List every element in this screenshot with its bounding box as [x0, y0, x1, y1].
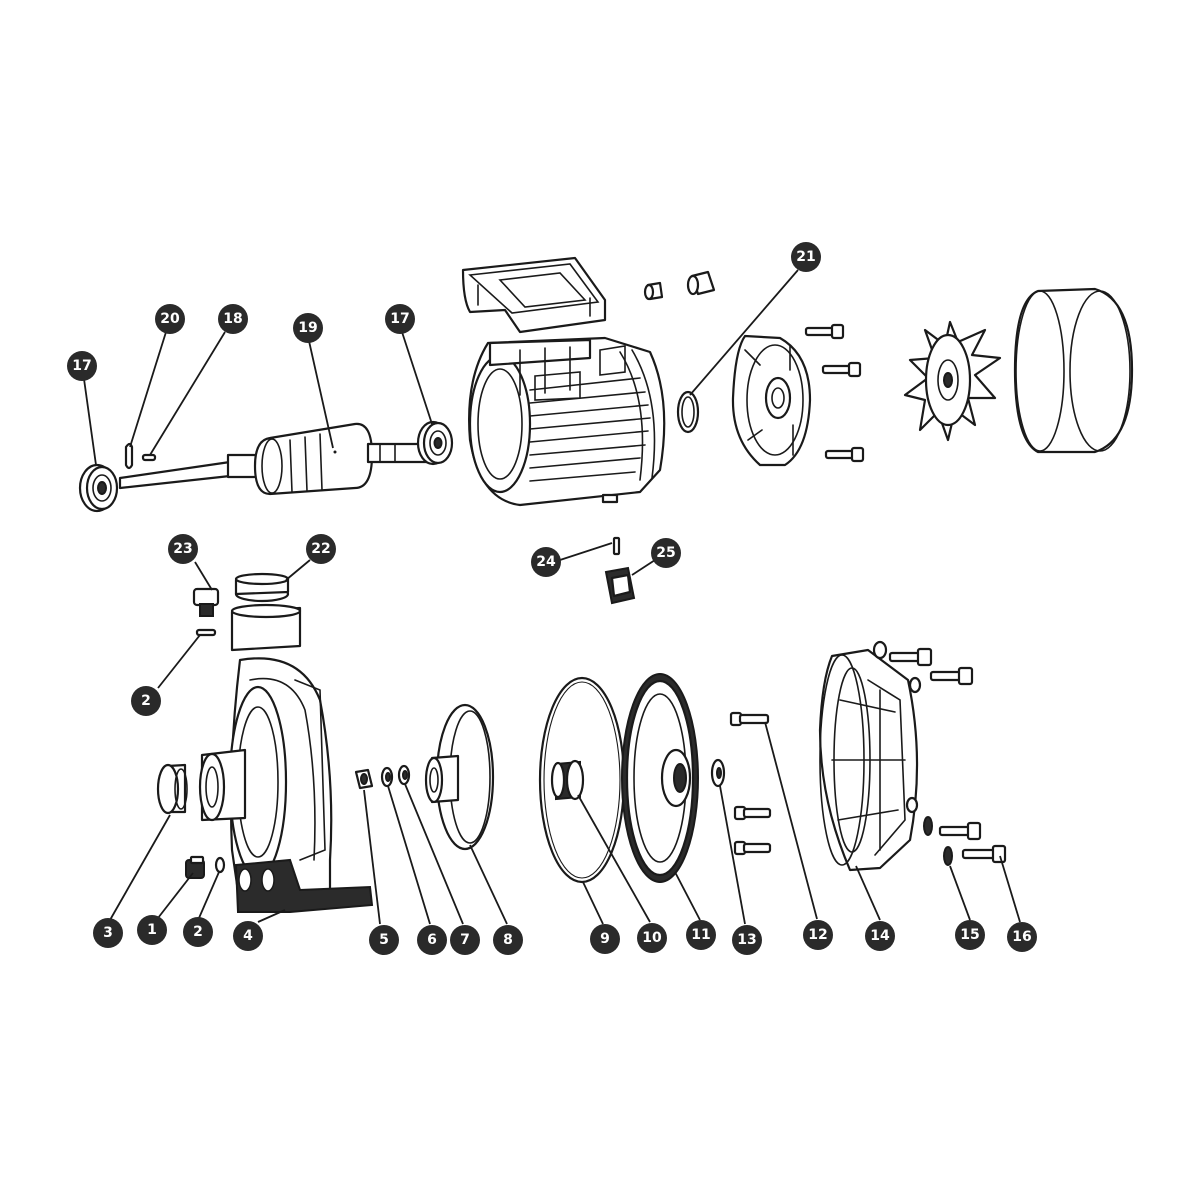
impeller-key — [612, 536, 621, 556]
svg-text:15: 15 — [960, 927, 979, 943]
bracket-bolt-1 — [729, 711, 770, 727]
bracket-screw-3 — [938, 821, 982, 841]
callout-17-left: 17 — [67, 351, 97, 381]
svg-text:2: 2 — [141, 693, 151, 709]
bearing-right — [416, 420, 454, 466]
circlip — [124, 442, 134, 470]
drain-plug-bottom — [185, 855, 205, 879]
bracket-screw-4 — [961, 844, 1007, 864]
callout-24: 24 — [531, 547, 561, 577]
svg-text:25: 25 — [656, 545, 675, 561]
mechanical-seal — [550, 759, 585, 801]
svg-text:1: 1 — [147, 922, 157, 938]
pump-body — [198, 603, 374, 913]
svg-text:3: 3 — [103, 925, 113, 941]
bracket-screw-1 — [888, 647, 933, 667]
callout-5: 5 — [369, 925, 399, 955]
end-shield-screw-3 — [824, 446, 865, 463]
shaft-key — [141, 453, 157, 462]
svg-text:21: 21 — [796, 249, 815, 265]
svg-text:19: 19 — [298, 320, 317, 336]
bracket-bolt-3 — [733, 840, 772, 856]
spring-washer — [380, 766, 394, 788]
bracket-washer-2 — [943, 846, 953, 866]
bracket-bolt-2 — [733, 805, 772, 821]
motor-housing — [468, 336, 666, 507]
callout-16: 16 — [1007, 922, 1037, 952]
svg-text:24: 24 — [536, 554, 556, 570]
bracket-washer-1 — [923, 816, 933, 836]
svg-text:16: 16 — [1012, 929, 1031, 945]
callout-22: 22 — [306, 534, 336, 564]
callout-7: 7 — [450, 925, 480, 955]
capacitor-clip — [604, 566, 636, 605]
callout-13: 13 — [732, 925, 762, 955]
callout-18: 18 — [218, 304, 248, 334]
flat-washer — [397, 764, 411, 786]
leader-lines — [83, 269, 1021, 925]
callout-8: 8 — [493, 925, 523, 955]
motor-bracket — [818, 640, 922, 872]
svg-text:10: 10 — [642, 930, 662, 946]
callout-14: 14 — [865, 921, 895, 951]
terminal-box-cover — [461, 256, 607, 334]
inlet-ring — [156, 763, 188, 815]
callout-20: 20 — [155, 304, 185, 334]
cable-gland — [643, 281, 664, 301]
svg-text:14: 14 — [870, 928, 890, 944]
gland-nut — [686, 270, 716, 296]
svg-text:20: 20 — [160, 311, 180, 327]
svg-text:23: 23 — [173, 541, 192, 557]
seal-washer — [710, 758, 726, 788]
svg-text:7: 7 — [460, 932, 470, 948]
callout-19: 19 — [293, 313, 323, 343]
callout-1: 1 — [137, 915, 167, 945]
svg-text:2: 2 — [193, 924, 203, 940]
impeller-nut — [354, 768, 374, 790]
callout-10: 10 — [637, 923, 667, 953]
bracket-screw-2 — [929, 666, 974, 686]
callout-3: 3 — [93, 918, 123, 948]
fan-cover — [1013, 287, 1134, 454]
svg-text:8: 8 — [503, 932, 513, 948]
callout-15: 15 — [955, 920, 985, 950]
cooling-fan — [903, 320, 1002, 442]
callout-2-top: 2 — [131, 686, 161, 716]
impeller — [424, 703, 495, 851]
svg-text:5: 5 — [379, 932, 389, 948]
svg-text:12: 12 — [808, 927, 827, 943]
bearing-left — [78, 463, 119, 513]
svg-text:17: 17 — [72, 358, 91, 374]
svg-text:22: 22 — [311, 541, 330, 557]
rotor-shaft — [118, 422, 430, 496]
o-ring — [676, 390, 700, 434]
svg-text:4: 4 — [243, 928, 253, 944]
svg-text:17: 17 — [390, 311, 409, 327]
callout-6: 6 — [417, 925, 447, 955]
svg-text:18: 18 — [223, 311, 242, 327]
callout-23: 23 — [168, 534, 198, 564]
callout-11: 11 — [686, 920, 716, 950]
rear-end-shield — [731, 334, 812, 467]
svg-text:9: 9 — [600, 931, 610, 947]
callout-17-right: 17 — [385, 304, 415, 334]
washer-bottom — [214, 856, 226, 874]
end-shield-screw-1 — [804, 323, 845, 340]
washer-top — [195, 628, 217, 637]
seal-plate — [621, 673, 699, 883]
svg-text:6: 6 — [427, 932, 437, 948]
callout-4: 4 — [233, 921, 263, 951]
svg-text:11: 11 — [691, 927, 710, 943]
callout-2-bottom: 2 — [183, 917, 213, 947]
end-shield-screw-2 — [821, 361, 862, 378]
callout-25: 25 — [651, 538, 681, 568]
drain-plug-top — [192, 587, 220, 617]
callout-12: 12 — [803, 920, 833, 950]
callout-9: 9 — [590, 924, 620, 954]
priming-cap — [234, 572, 290, 603]
svg-text:13: 13 — [737, 932, 756, 948]
callout-21: 21 — [791, 242, 821, 272]
